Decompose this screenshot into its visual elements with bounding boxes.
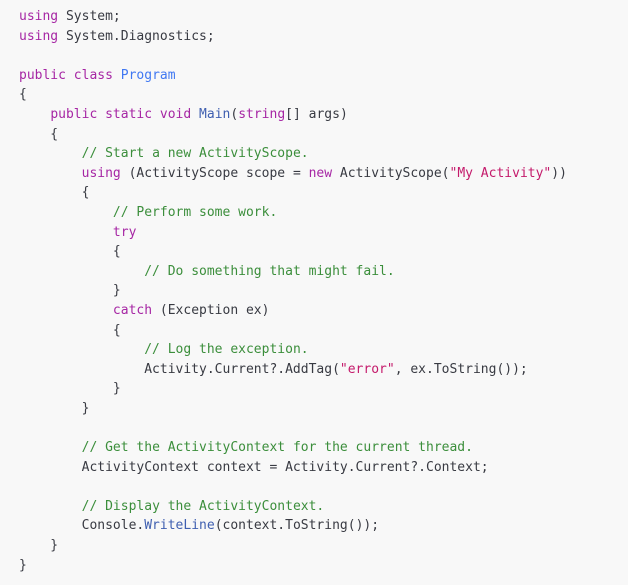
code-line: // Get the ActivityContext for the curre… [19, 438, 628, 458]
code-line: Activity.Current?.AddTag("error", ex.ToS… [19, 360, 628, 380]
code-token: (ActivityScope scope = [120, 165, 309, 181]
code-token: "My Activity" [449, 165, 552, 181]
code-line: // Start a new ActivityScope. [19, 144, 628, 164]
code-line: public static void Main(string[] args) [19, 105, 628, 125]
code-line: // Log the exception. [19, 340, 628, 360]
code-line: // Perform some work. [19, 203, 628, 223]
code-line: { [19, 183, 628, 203]
code-token: using [81, 165, 121, 181]
code-token: WriteLine [144, 518, 215, 534]
code-token: { [19, 244, 121, 260]
code-token: string [238, 106, 286, 122]
code-token: System.Diagnostics; [58, 28, 215, 44]
code-token: System; [58, 9, 121, 24]
code-token: , ex.ToString()); [394, 361, 528, 377]
code-line: { [19, 321, 628, 341]
code-line: } [19, 536, 628, 556]
code-token: using [19, 28, 59, 44]
code-line: using System; [19, 7, 628, 27]
code-token: // Display the ActivityContext. [81, 498, 325, 514]
code-token: ( [230, 106, 239, 122]
code-line: // Do something that might fail. [19, 262, 628, 282]
code-line: { [19, 242, 628, 262]
code-token: (Exception ex) [152, 302, 270, 318]
code-token: try [112, 224, 137, 240]
code-token [66, 68, 74, 83]
code-token [19, 166, 82, 181]
code-token [191, 107, 199, 122]
code-token: public [19, 67, 66, 83]
code-line: Console.WriteLine(context.ToString()); [19, 516, 628, 536]
code-token: (context.ToString()); [214, 518, 380, 534]
code-token: Console. [19, 518, 145, 534]
code-token [19, 499, 82, 514]
code-token [97, 107, 105, 122]
code-token [19, 342, 144, 357]
code-token: { [19, 322, 121, 338]
code-token: } [19, 400, 90, 416]
code-token: "error" [339, 361, 395, 377]
code-token: { [19, 185, 90, 201]
code-token: // Do something that might fail. [144, 263, 395, 279]
code-token [19, 146, 82, 161]
code-line: using (ActivityScope scope = new Activit… [19, 164, 628, 184]
code-token: void [159, 106, 192, 122]
code-token: Activity.Current?.AddTag( [19, 361, 340, 377]
code-line: } [19, 399, 628, 419]
code-token: } [19, 381, 121, 397]
code-token: } [19, 283, 121, 299]
code-token: new [308, 165, 333, 181]
code-token: Main [199, 106, 231, 122]
code-token: ActivityContext context = Activity.Curre… [19, 459, 489, 475]
code-token [19, 107, 50, 122]
code-token: using [19, 9, 59, 24]
code-line: } [19, 379, 628, 399]
code-line: using System.Diagnostics; [19, 27, 628, 47]
code-token: public [50, 106, 98, 122]
code-token: // Log the exception. [144, 342, 309, 358]
code-token: // Get the ActivityContext for the curre… [81, 440, 473, 456]
code-token: { [19, 87, 27, 103]
code-token: } [19, 557, 27, 573]
code-line: try [19, 223, 628, 243]
code-token: ActivityScope( [332, 165, 450, 181]
code-token [113, 68, 121, 83]
code-token: catch [112, 302, 153, 318]
code-token: { [19, 126, 59, 142]
code-token: Program [120, 67, 176, 83]
code-line: { [19, 125, 628, 145]
code-token: )) [551, 165, 567, 181]
code-line: { [19, 85, 628, 105]
code-line: } [19, 281, 628, 301]
code-token [19, 225, 113, 240]
code-token: // Perform some work. [112, 204, 278, 220]
code-line: ActivityContext context = Activity.Curre… [19, 458, 628, 478]
code-line [19, 477, 628, 497]
code-token [19, 440, 82, 455]
code-token: class [73, 67, 113, 83]
code-line: // Display the ActivityContext. [19, 497, 628, 517]
code-token: } [19, 538, 59, 554]
code-token [19, 205, 113, 220]
code-token: [] args) [285, 106, 348, 122]
code-token: static [105, 106, 153, 122]
code-token [19, 264, 144, 279]
code-line: } [19, 556, 628, 576]
code-line [19, 46, 628, 66]
code-line: catch (Exception ex) [19, 301, 628, 321]
code-line: public class Program [19, 66, 628, 86]
code-line [19, 418, 628, 438]
code-token: // Start a new ActivityScope. [81, 146, 309, 162]
code-token [19, 303, 113, 318]
code-token [152, 107, 160, 122]
